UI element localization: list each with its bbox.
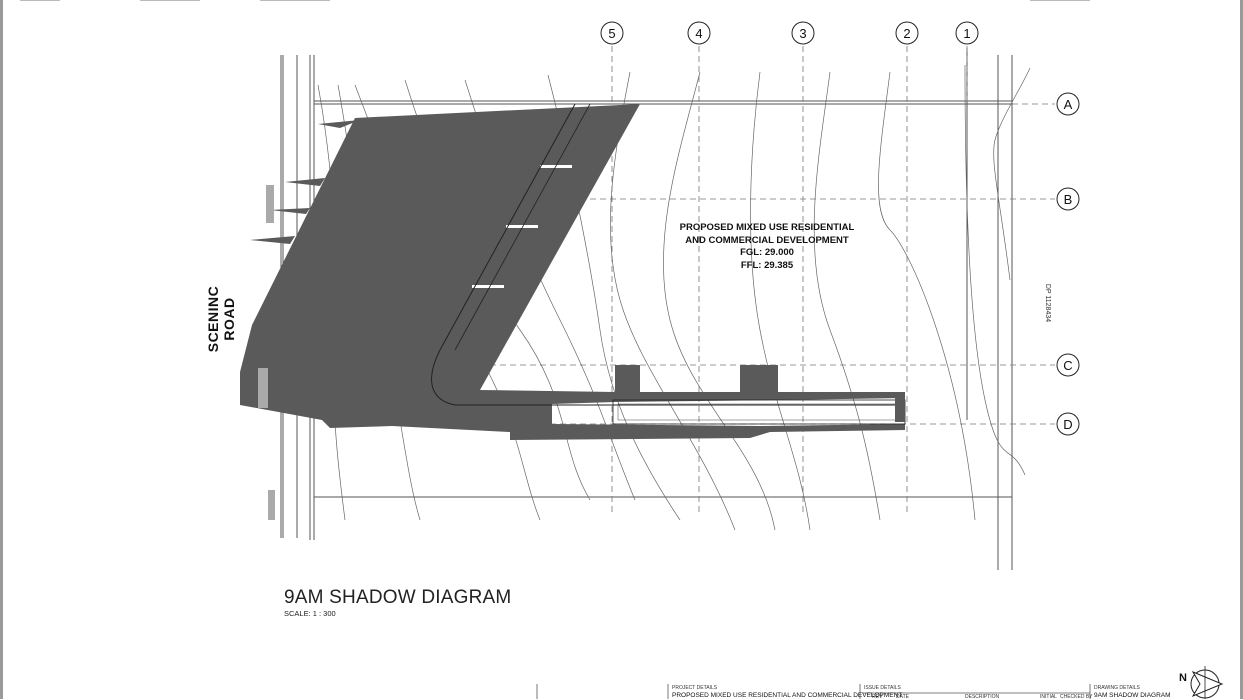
grid-label-col-4: 4 bbox=[695, 26, 702, 41]
title-block-lines bbox=[536, 684, 1091, 699]
issue-details-label: ISSUE DETAILS bbox=[864, 685, 901, 691]
lot-note: DP 1128434 bbox=[1044, 284, 1051, 322]
initial-header: INITIAL bbox=[1040, 694, 1057, 700]
shadow-region bbox=[240, 104, 905, 440]
road-annotations bbox=[258, 185, 275, 520]
grid-bubble-b bbox=[1056, 187, 1080, 211]
development-line-1: PROPOSED MIXED USE RESIDENTIAL bbox=[679, 222, 855, 233]
grid-bubble-c bbox=[1056, 353, 1080, 377]
development-ffl: FFL: 29.385 bbox=[740, 259, 794, 271]
viewer-border-left bbox=[0, 0, 3, 699]
grid-label-row-b: B bbox=[1064, 192, 1073, 207]
description-header: DESCRIPTION bbox=[965, 694, 1000, 700]
drawing-details-label: DRAWING DETAILS bbox=[1094, 685, 1140, 691]
grid-bubble-4 bbox=[687, 21, 711, 45]
grid-bubble-d bbox=[1056, 412, 1080, 436]
grid-bubble-2 bbox=[895, 21, 919, 45]
rev-header: REV bbox=[872, 694, 883, 700]
north-arrow bbox=[1190, 666, 1224, 699]
grid-label-col-1: 1 bbox=[963, 26, 970, 41]
grid-bubble-3 bbox=[791, 21, 815, 45]
checked-header: CHECKED BY bbox=[1060, 694, 1093, 700]
grid-label-col-5: 5 bbox=[608, 26, 615, 41]
scale-label: SCALE: 1 : 300 bbox=[284, 609, 336, 618]
development-label: PROPOSED MIXED USE RESIDENTIAL AND COMME… bbox=[662, 222, 872, 272]
date-header: DATE bbox=[896, 694, 909, 700]
drawing-name: 9AM SHADOW DIAGRAM bbox=[1094, 692, 1171, 699]
grid-label-row-d: D bbox=[1063, 417, 1072, 432]
grid-bubble-labels: 5 4 3 2 1 A B C D bbox=[608, 26, 1072, 432]
grid-bubble-1 bbox=[955, 21, 979, 45]
development-fgl: FGL: 29.000 bbox=[740, 247, 794, 258]
viewer-border-right bbox=[1240, 0, 1243, 699]
building-outline bbox=[431, 103, 906, 425]
project-name: PROPOSED MIXED USE RESIDENTIAL AND COMME… bbox=[672, 692, 903, 699]
project-details-label: PROJECT DETAILS bbox=[672, 685, 718, 691]
grid-label-row-c: C bbox=[1063, 358, 1072, 373]
grid-label-col-3: 3 bbox=[799, 26, 806, 41]
development-line-2: AND COMMERCIAL DEVELOPMENT bbox=[685, 234, 849, 246]
grid-bubbles bbox=[600, 21, 1080, 436]
property-boundary bbox=[314, 48, 1013, 570]
grid-label-row-a: A bbox=[1064, 97, 1073, 112]
north-label: N bbox=[1179, 672, 1187, 684]
grid-label-col-2: 2 bbox=[903, 26, 910, 41]
road-label: SCENINC ROAD bbox=[205, 285, 237, 353]
diagram-title: 9AM SHADOW DIAGRAM bbox=[284, 587, 512, 608]
grid-bubble-a bbox=[1056, 92, 1080, 116]
grid-bubble-5 bbox=[600, 21, 624, 45]
